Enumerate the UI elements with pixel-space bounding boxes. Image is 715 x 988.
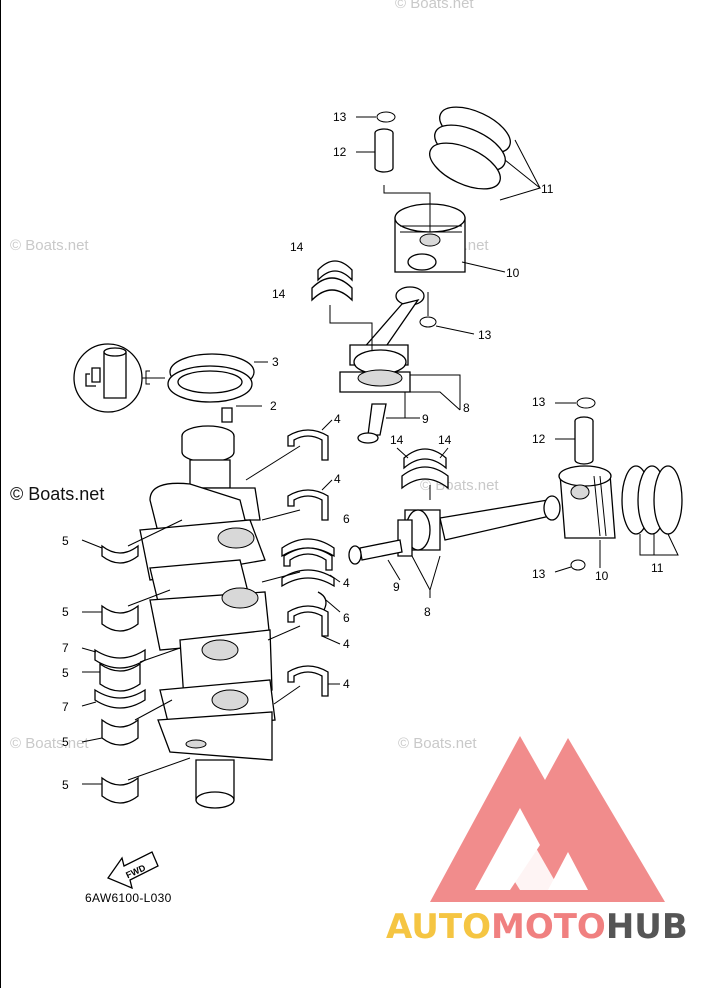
conrod-bolt-part [348, 539, 403, 565]
callout-6: 6 [343, 512, 350, 526]
main-bearing-lower-part [101, 776, 139, 804]
callout-8: 8 [463, 401, 470, 415]
watermark-boats: © Boats.net [398, 735, 477, 752]
main-bearing-upper-part [287, 605, 329, 637]
watermark-boats: © Boats.net [395, 0, 474, 12]
callout-14: 14 [272, 287, 286, 301]
callout-3: 3 [272, 355, 279, 369]
main-bearing-upper-part [283, 547, 333, 571]
dowel-pin-part [221, 407, 233, 423]
connecting-rod-part [397, 495, 561, 557]
callout-8: 8 [424, 605, 431, 619]
callout-5: 5 [62, 735, 69, 749]
circlip-part [576, 397, 596, 409]
piston-pin-part [374, 133, 394, 173]
callout-14: 14 [438, 433, 452, 447]
main-bearing-upper-part [287, 665, 329, 697]
crankshaft-part [139, 425, 276, 809]
callout-14: 14 [390, 433, 404, 447]
callout-6: 6 [343, 611, 350, 625]
callout-13: 13 [532, 567, 546, 581]
circlip-part [376, 111, 396, 123]
fwd-arrow-icon: FWD [107, 851, 159, 890]
logo-text-auto: AUTO [386, 907, 491, 947]
callout-5: 5 [62, 778, 69, 792]
small-end-bearing-part [311, 277, 353, 302]
callout-13: 13 [532, 395, 546, 409]
watermark-boats-large: © Boats.net [10, 484, 104, 504]
small-end-bearing-part [401, 466, 449, 490]
thrust-bearing-part [94, 688, 146, 709]
piston-part [558, 465, 616, 539]
svg-text:AUTOMOTOHUB: AUTOMOTOHUB [386, 907, 688, 947]
callout-13: 13 [333, 110, 347, 124]
callout-7: 7 [62, 700, 69, 714]
callout-2: 2 [270, 399, 277, 413]
main-bearing-lower-part [101, 604, 139, 632]
logo-text-hub: HUB [606, 907, 688, 947]
callout-4: 4 [334, 412, 341, 426]
main-bearing-upper-part [287, 489, 329, 521]
callout-11: 11 [541, 182, 554, 196]
part-code: 6AW6100-L030 [85, 891, 172, 905]
callout-10: 10 [595, 569, 609, 583]
callout-12: 12 [333, 145, 347, 159]
upper-piston-assembly [311, 106, 542, 444]
automotohub-logo: AUTOMOTOHUB [386, 736, 688, 947]
main-bearings [81, 419, 341, 804]
callout-12: 12 [532, 432, 546, 446]
conrod-bolt-part [357, 403, 387, 444]
thrust-washer-part [317, 591, 327, 611]
small-end-bearing-part [403, 448, 447, 470]
callout-7: 7 [62, 641, 69, 655]
main-bearing-lower-part [101, 718, 139, 746]
main-bearing-lower-part [99, 662, 141, 692]
callout-5: 5 [62, 605, 69, 619]
callout-11: 11 [651, 561, 664, 575]
callout-4: 4 [343, 576, 350, 590]
connecting-rod-part [339, 286, 425, 393]
lower-piston-assembly [348, 397, 683, 598]
circlip-part [570, 559, 586, 571]
watermark-boats: © Boats.net [10, 237, 89, 254]
callout-labels: 13 12 11 14 10 14 13 3 2 8 9 4 13 12 14 … [62, 110, 664, 792]
piston-rings-part [621, 465, 683, 535]
oil-seal-detail [73, 343, 268, 423]
logo-mark [430, 736, 665, 902]
callout-4: 4 [343, 677, 350, 691]
callout-5: 5 [62, 666, 69, 680]
callout-13: 13 [478, 328, 492, 342]
piston-pin-part [574, 421, 594, 465]
callout-9: 9 [393, 580, 400, 594]
callout-9: 9 [422, 412, 429, 426]
watermark-boats: © Boats.net [10, 735, 89, 752]
callout-4: 4 [334, 472, 341, 486]
logo-text-moto: MOTO [491, 907, 606, 947]
piston-part [394, 203, 466, 273]
piston-rings-part [429, 106, 511, 190]
callout-14: 14 [290, 240, 304, 254]
main-bearing-upper-part [287, 429, 329, 461]
callout-5: 5 [62, 534, 69, 548]
callout-10: 10 [506, 266, 520, 280]
small-end-bearing-part [317, 260, 353, 282]
watermark-group: © Boats.net © Boats.net © Boats.net © Bo… [10, 0, 499, 752]
circlip-part [419, 316, 437, 328]
callout-4: 4 [343, 637, 350, 651]
main-bearing-lower-part [101, 544, 139, 564]
